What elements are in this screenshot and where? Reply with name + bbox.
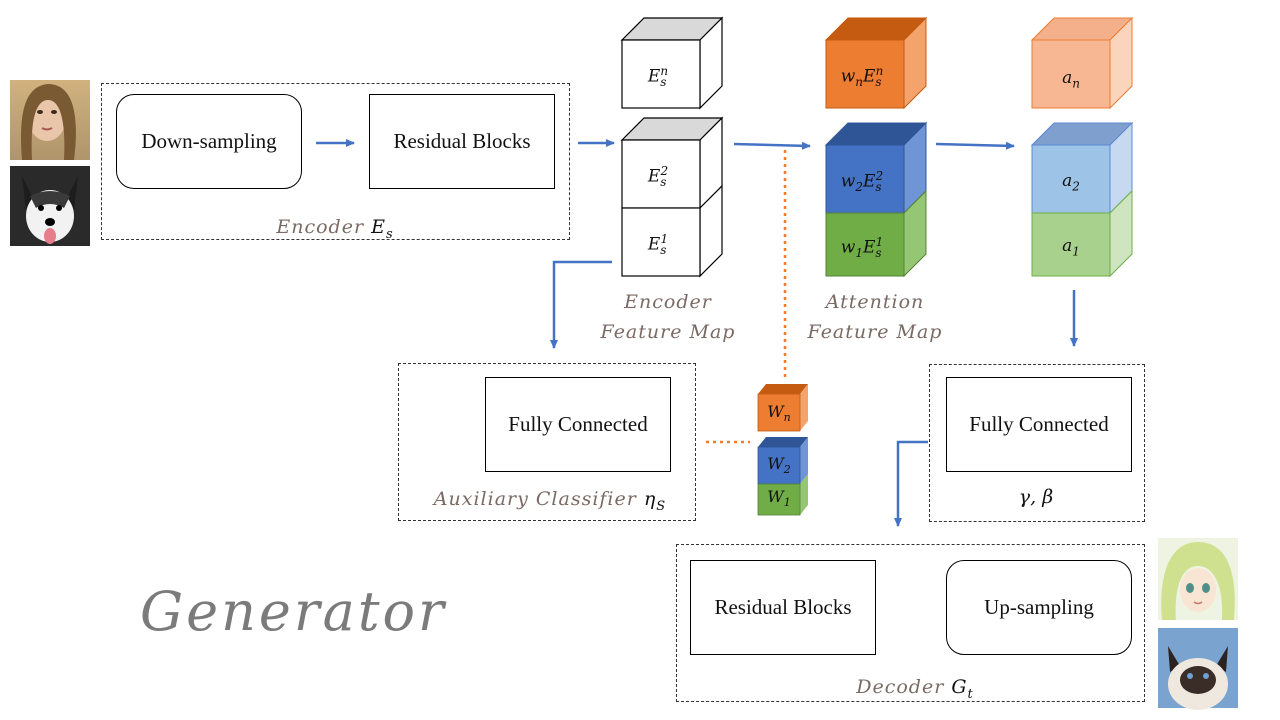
auxiliary-caption-text: Auxiliary Classifier [433, 488, 637, 510]
weight-2-label: W2 [767, 454, 791, 477]
encoder-residual-label: Residual Blocks [393, 129, 531, 153]
encoder-feature-map-caption-line1: Encoder [624, 291, 712, 313]
decoder-residual-label: Residual Blocks [714, 595, 852, 619]
weight-cube-stack [757, 437, 808, 516]
right-fc-block: Fully Connected [946, 377, 1132, 472]
encoder-caption: Encoder Es [230, 212, 440, 250]
attention-feature-map-caption-line2: Feature Map [807, 321, 943, 343]
downsampling-block: Down-sampling [116, 94, 302, 189]
auxiliary-caption: Auxiliary Classifier ηS [410, 484, 690, 522]
encoder-feature-map-caption-line2: Feature Map [600, 321, 736, 343]
auxiliary-fc-block: Fully Connected [485, 377, 671, 472]
source-photo-woman [10, 80, 90, 160]
page-title: Generator [140, 580, 447, 643]
weight-cube-n [757, 384, 808, 432]
source-photo-dog [10, 166, 90, 246]
encoder-cube-2-label: Es2 [647, 164, 669, 190]
decoder-caption: Decoder Gt [815, 672, 1015, 710]
decoder-caption-math: Gt [951, 676, 974, 702]
encoder-feature-map-caption: Encoder Feature Map [588, 287, 748, 347]
arrow-featuremap-to-classifier [550, 260, 612, 349]
encoder-cube-1-label: Es1 [647, 232, 669, 258]
output-cube-1-label: a1 [1062, 236, 1080, 259]
auxiliary-classifier-container [398, 363, 696, 521]
encoder-container [101, 83, 570, 240]
decoder-container [676, 544, 1145, 702]
output-cube-n [1030, 16, 1134, 110]
output-cube-2-label: a2 [1062, 171, 1080, 194]
gamma-beta-caption: γ, β [1018, 486, 1054, 508]
weight-n-label: Wn [767, 402, 791, 425]
encoder-cube-stack [620, 116, 724, 278]
attention-cube-2-label: w2Es2 [840, 169, 884, 195]
weight-1-label: W1 [767, 487, 791, 510]
upsampling-block: Up-sampling [946, 560, 1132, 655]
attention-feature-map-caption: Attention Feature Map [795, 287, 955, 347]
attention-cube-1-label: w1Es1 [840, 235, 884, 261]
attention-cube-stack [824, 121, 928, 278]
upsampling-label: Up-sampling [984, 595, 1094, 619]
encoder-caption-text: Encoder [276, 216, 365, 238]
encoder-cube-n [620, 16, 724, 110]
arrow-featuremap-to-attention [733, 141, 811, 150]
output-photo-anime [1158, 538, 1238, 620]
downsampling-label: Down-sampling [141, 129, 277, 153]
decoder-caption-text: Decoder [856, 676, 945, 698]
attention-feature-map-caption-line1: Attention [825, 291, 925, 313]
attention-cube-n-label: wnEsn [840, 64, 884, 90]
output-cube-n-label: an [1062, 68, 1080, 91]
encoder-cube-n-label: Esn [647, 64, 669, 90]
arrow-attention-to-output [935, 141, 1015, 150]
encoder-residual-block: Residual Blocks [369, 94, 555, 189]
arrow-fc-to-decoder [894, 440, 928, 527]
fc-gamma-beta-container [929, 364, 1145, 522]
encoder-caption-math: Es [371, 216, 394, 242]
attention-cube-n [824, 16, 928, 110]
output-photo-cat [1158, 628, 1238, 710]
auxiliary-fc-label: Fully Connected [508, 412, 648, 436]
right-fc-label: Fully Connected [969, 412, 1109, 436]
decoder-residual-block: Residual Blocks [690, 560, 876, 655]
auxiliary-caption-math: ηS [643, 488, 667, 514]
output-cube-stack [1030, 121, 1134, 278]
